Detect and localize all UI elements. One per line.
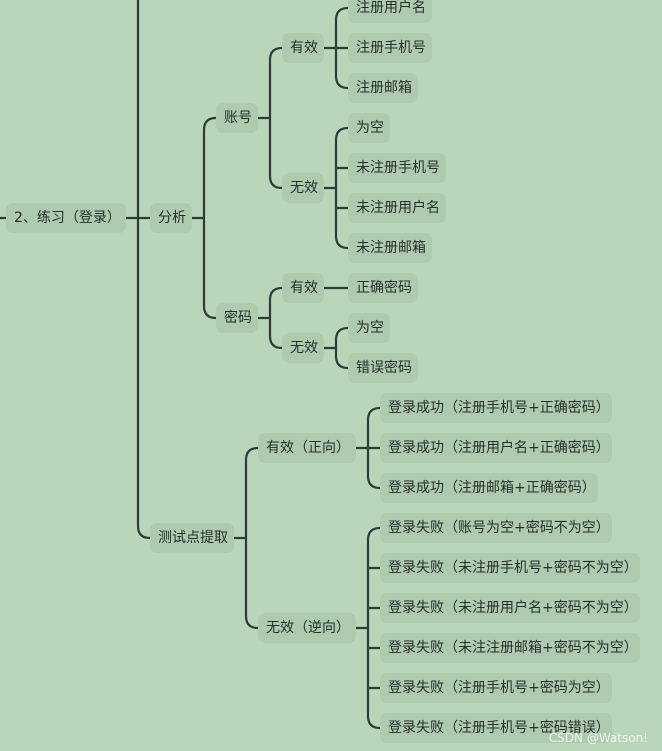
edge-account-valid-children bbox=[334, 6, 350, 90]
node-unreg-email[interactable]: 未注册邮箱 bbox=[348, 233, 432, 263]
node-analysis[interactable]: 分析 bbox=[150, 203, 192, 233]
node-fail-2[interactable]: 登录失败（未注册手机号+密码不为空） bbox=[380, 553, 640, 583]
node-success-2[interactable]: 登录成功（注册用户名+正确密码） bbox=[380, 433, 612, 463]
node-unreg-phone[interactable]: 未注册手机号 bbox=[348, 153, 446, 183]
edge-invalid-negative-children bbox=[366, 526, 382, 730]
node-password-invalid[interactable]: 无效 bbox=[282, 333, 324, 363]
node-fail-5[interactable]: 登录失败（注册手机号+密码为空） bbox=[380, 673, 612, 703]
node-wrong-password[interactable]: 错误密码 bbox=[348, 353, 418, 383]
node-invalid-negative[interactable]: 无效（逆向） bbox=[258, 613, 356, 643]
edge-analysis-children bbox=[202, 116, 218, 320]
node-fail-4[interactable]: 登录失败（未注注册邮箱+密码不为空） bbox=[380, 633, 640, 663]
edge-test-points-children bbox=[244, 446, 260, 630]
node-unreg-username[interactable]: 未注册用户名 bbox=[348, 193, 446, 223]
node-test-points[interactable]: 测试点提取 bbox=[150, 523, 234, 553]
node-account[interactable]: 账号 bbox=[216, 103, 258, 133]
csdn-watermark: CSDN @Watson! bbox=[548, 731, 648, 745]
node-reg-phone[interactable]: 注册手机号 bbox=[348, 33, 432, 63]
edge-account-children bbox=[268, 46, 284, 190]
node-correct-password[interactable]: 正确密码 bbox=[348, 273, 418, 303]
node-empty-1[interactable]: 为空 bbox=[348, 113, 390, 143]
edge-password-invalid-children bbox=[334, 326, 350, 370]
node-root[interactable]: 2、练习（登录） bbox=[6, 203, 126, 233]
node-fail-3[interactable]: 登录失败（未注册用户名+密码不为空） bbox=[380, 593, 640, 623]
node-fail-6[interactable]: 登录失败（注册手机号+密码错误） bbox=[380, 713, 612, 743]
edge-valid-positive-children bbox=[366, 406, 382, 490]
node-fail-1[interactable]: 登录失败（账号为空+密码不为空） bbox=[380, 513, 612, 543]
node-password-valid[interactable]: 有效 bbox=[282, 273, 324, 303]
node-valid-positive[interactable]: 有效（正向） bbox=[258, 433, 356, 463]
root-trunk bbox=[124, 0, 152, 540]
node-reg-email[interactable]: 注册邮箱 bbox=[348, 73, 418, 103]
node-password[interactable]: 密码 bbox=[216, 303, 258, 333]
node-account-valid[interactable]: 有效 bbox=[282, 33, 324, 63]
node-account-invalid[interactable]: 无效 bbox=[282, 173, 324, 203]
node-empty-2[interactable]: 为空 bbox=[348, 313, 390, 343]
edge-password-children bbox=[268, 286, 284, 350]
node-success-3[interactable]: 登录成功（注册邮箱+正确密码） bbox=[380, 473, 598, 503]
node-success-1[interactable]: 登录成功（注册手机号+正确密码） bbox=[380, 393, 612, 423]
edge-account-invalid-children bbox=[334, 126, 350, 250]
node-reg-username[interactable]: 注册用户名 bbox=[348, 0, 432, 23]
